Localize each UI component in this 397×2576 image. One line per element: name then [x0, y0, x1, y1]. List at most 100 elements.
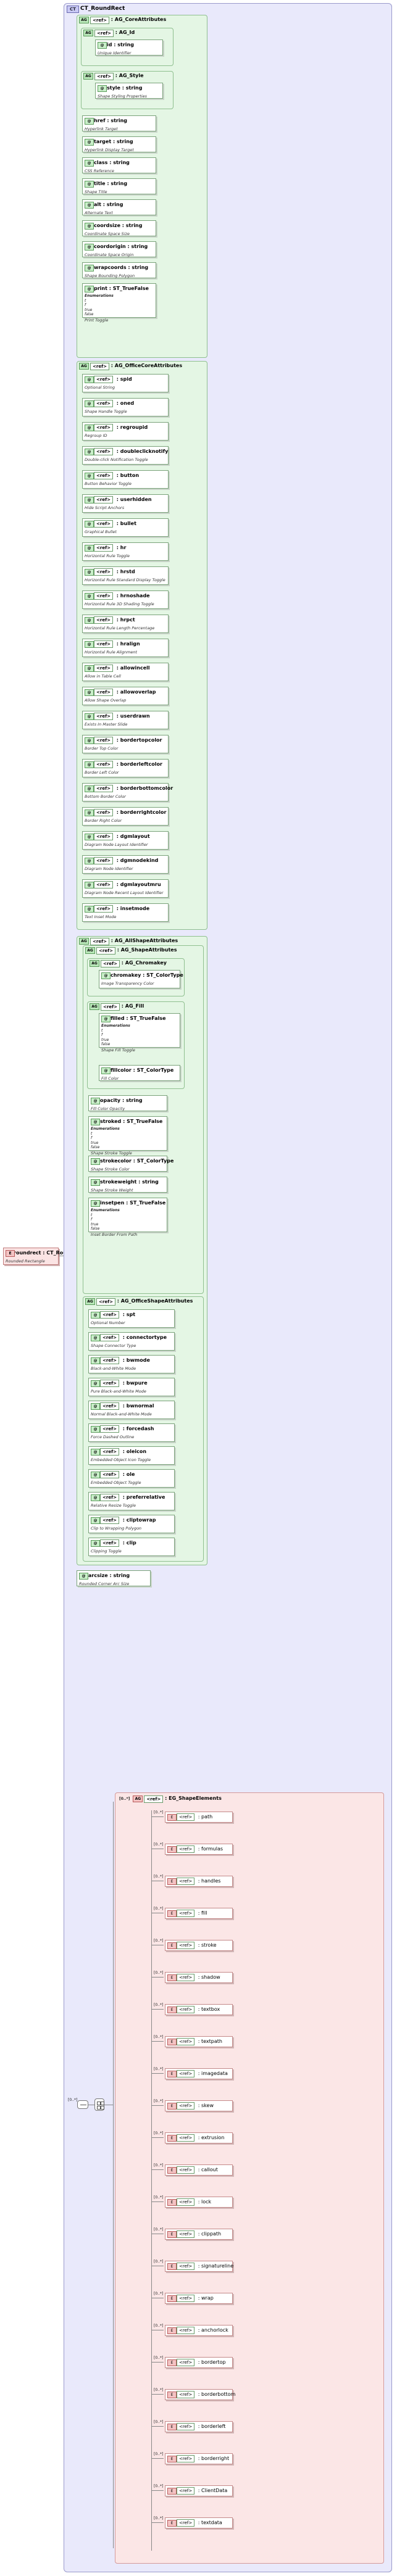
shape-element-ref[interactable]: E<ref> : clippath	[165, 2229, 233, 2240]
shape-element-ref[interactable]: E<ref> : imagedata	[165, 2068, 233, 2079]
shape-element-ref[interactable]: E<ref> : textbox	[165, 2004, 233, 2015]
shape-element-ref[interactable]: E<ref> : borderright	[165, 2453, 233, 2464]
shape-element-ref[interactable]: E<ref> : shadow	[165, 1972, 233, 1983]
arcsize-attribute[interactable]: @arcsize : string Rounded Corner Arc Siz…	[77, 1570, 151, 1586]
shape-element-ref[interactable]: E<ref> : callout	[165, 2164, 233, 2176]
ref-tag: <ref>	[177, 1845, 195, 1853]
attribute-name: chromakey	[111, 972, 141, 978]
ref-tag: <ref>	[94, 833, 113, 840]
choice-compositor[interactable]	[94, 2098, 104, 2111]
shape-element-ref[interactable]: E<ref> : bordertop	[165, 2357, 233, 2368]
shape-element-ref[interactable]: E<ref> : fill	[165, 1908, 233, 1919]
enum-value: t	[91, 1131, 93, 1136]
shape-element-ref[interactable]: E<ref> : lock	[165, 2197, 233, 2208]
shape-element-ref[interactable]: E<ref> : skew	[165, 2100, 233, 2111]
shape-element-ref[interactable]: E<ref> : textdata	[165, 2517, 233, 2528]
shape-element-ref[interactable]: E<ref> : borderleft	[165, 2421, 233, 2432]
shape-element-ref[interactable]: E<ref> : signatureline	[165, 2261, 233, 2272]
shape-element-ref[interactable]: E<ref> : stroke	[165, 1940, 233, 1951]
office-core-attributes-group[interactable]: AG<ref> : AG_OfficeCoreAttributes @<ref>…	[77, 361, 207, 930]
element-multiplicity: [0..*]	[154, 2099, 164, 2103]
office-shape-attributes-group[interactable]: AG<ref> : AG_OfficeShapeAttributes @<ref…	[83, 1296, 204, 1562]
shape-element-ref[interactable]: E<ref> : anchorlock	[165, 2325, 233, 2336]
ref-tag: <ref>	[94, 376, 113, 383]
shape-element-ref[interactable]: E<ref> : borderbottom	[165, 2389, 235, 2400]
shape-element-ref[interactable]: E<ref> : formulas	[165, 1844, 233, 1855]
attribute-name: style	[107, 85, 120, 91]
element-multiplicity: [0..*]	[154, 2259, 164, 2264]
attribute-doc: Image Transparency Color	[101, 981, 154, 986]
shape-element-ref[interactable]: E<ref> : handles	[165, 1876, 233, 1887]
shape-element-ref[interactable]: E<ref> : path	[165, 1812, 233, 1823]
element-connector	[151, 2073, 164, 2074]
shape-attributes-group[interactable]: AG<ref> : AG_ShapeAttributes AG<ref> : A…	[83, 945, 204, 1294]
sequence-compositor[interactable]	[77, 2100, 88, 2109]
attribute-name: hrpct	[120, 617, 135, 623]
shape-element-ref[interactable]: E<ref> : wrap	[165, 2293, 233, 2304]
shape-element-ref[interactable]: E<ref> : textpath	[165, 2036, 233, 2047]
shape-element-ref[interactable]: E<ref> : extrusion	[165, 2132, 233, 2143]
core-attributes-group[interactable]: AG<ref> : AG_CoreAttributes AG<ref> : AG…	[77, 15, 207, 358]
shape-elements-group[interactable]: [0..*]AG<ref> : EG_ShapeElements [0..*]E…	[115, 1792, 384, 2564]
chromakey-group[interactable]: AG<ref> : AG_Chromakey@chromakey : ST_Co…	[87, 958, 185, 996]
shape-element-ref[interactable]: E<ref> : ClientData	[165, 2485, 233, 2496]
